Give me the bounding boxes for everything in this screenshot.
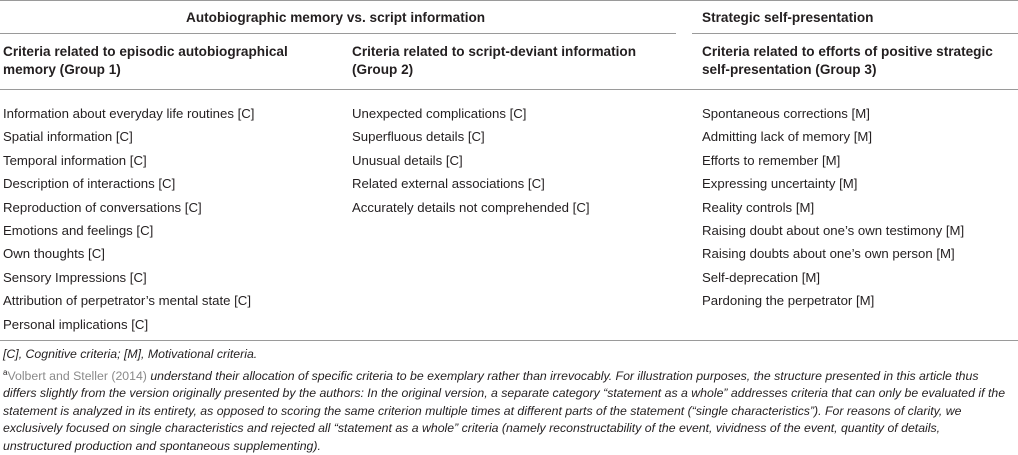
footnote-note: aVolbert and Steller (2014) understand t… [3,364,1011,455]
table-top-rule [0,0,1018,1]
group-header-rule-2 [692,33,1018,34]
column-header-group-1: Criteria related to episodic autobiograp… [3,44,288,77]
list-item: Description of interactions [C] [3,176,176,192]
column-group-3-items: Spontaneous corrections [M] Admitting la… [702,102,964,313]
list-item: Expressing uncertainty [M] [702,176,858,192]
list-item: Spatial information [C] [3,129,133,145]
list-item: Related external associations [C] [352,176,545,192]
list-item: Emotions and feelings [C] [3,222,154,238]
column-header-rule [0,89,1018,90]
list-item: Own thoughts [C] [3,246,105,262]
list-item: Raising doubt about one’s own testimony … [702,222,965,238]
list-item: Raising doubts about one’s own person [M… [702,246,955,262]
list-item: Temporal information [C] [3,152,147,168]
list-item: Accurately details not comprehended [C] [352,199,590,215]
list-item: Reproduction of conversations [C] [3,199,202,215]
list-item: Reality controls [M] [702,199,815,215]
column-group-2-items: Unexpected complications [C] Superfluous… [352,102,590,219]
table-bottom-rule [0,340,1018,341]
group-header-memory: Autobiographic memory vs. script informa… [186,10,486,25]
list-item: Attribution of perpetrator’s mental stat… [3,293,251,309]
footnote-marker: a [3,368,8,377]
list-item: Information about everyday life routines… [3,106,255,121]
list-item: Pardoning the perpetrator [M] [702,293,875,309]
list-item: Admitting lack of memory [M] [702,129,873,145]
column-header-group-2: Criteria related to script-deviant infor… [352,44,637,77]
list-item: Unexpected complications [C] [352,106,527,121]
footnote-legend: [C], Cognitive criteria; [M], Motivation… [3,347,258,361]
footnote-reference-link[interactable]: Volbert and Steller (2014) [7,369,147,383]
group-header-rule-1 [0,33,676,34]
list-item: Sensory Impressions [C] [3,269,147,285]
group-header-self-presentation: Strategic self-presentation [702,10,874,25]
list-item: Personal implications [C] [3,316,149,332]
column-group-1-items: Information about everyday life routines… [3,102,254,336]
list-item: Efforts to remember [M] [702,152,841,168]
list-item: Spontaneous corrections [M] [702,106,870,121]
column-header-group-3: Criteria related to efforts of positive … [702,44,993,77]
list-item: Unusual details [C] [352,152,463,168]
list-item: Superfluous details [C] [352,129,485,145]
list-item: Self-deprecation [M] [702,269,821,285]
footnote-text: understand their allocation of specific … [3,369,1006,453]
